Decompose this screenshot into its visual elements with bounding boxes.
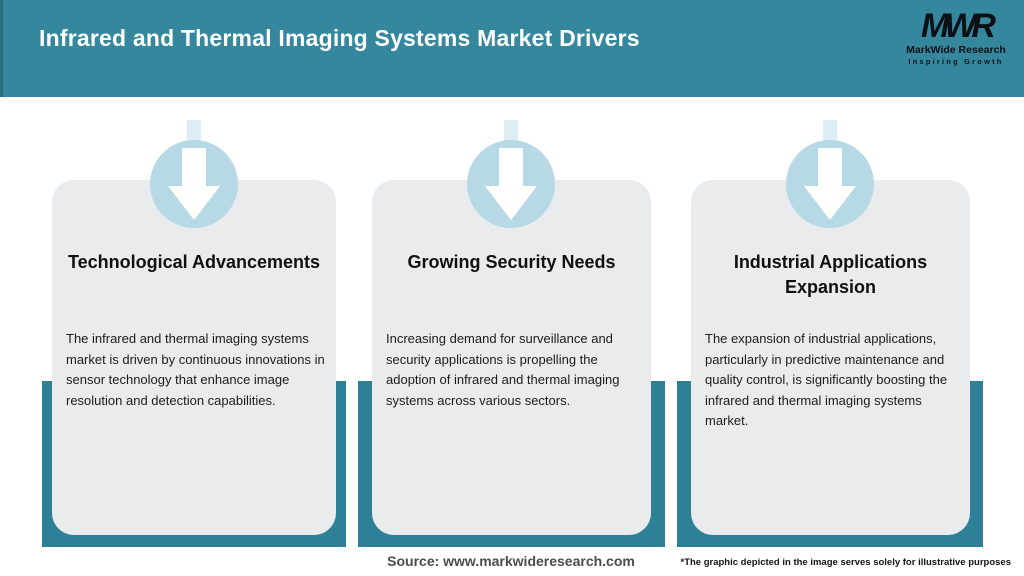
card-title: Growing Security Needs bbox=[407, 252, 616, 272]
down-arrow-icon bbox=[150, 140, 238, 228]
down-arrow-icon bbox=[467, 140, 555, 228]
card-description: The infrared and thermal imaging systems… bbox=[66, 331, 325, 408]
disclaimer-text: *The graphic depicted in the image serve… bbox=[680, 557, 1012, 568]
markwide-research-logo: MWR MarkWide Research Inspiring Growth bbox=[904, 8, 1008, 66]
header-bar: Infrared and Thermal Imaging Systems Mar… bbox=[0, 0, 1024, 97]
source-text: Source: www.markwideresearch.com bbox=[387, 553, 635, 569]
card-body-panel: Growing Security Needs Increasing demand… bbox=[372, 180, 651, 535]
logo-name: MarkWide Research bbox=[906, 44, 1006, 56]
card-title: Industrial Applications Expansion bbox=[733, 252, 928, 297]
page-title: Infrared and Thermal Imaging Systems Mar… bbox=[39, 25, 640, 51]
card-description: Increasing demand for surveillance and s… bbox=[386, 331, 620, 408]
logo-tagline: Inspiring Growth bbox=[908, 57, 1004, 66]
card-title: Technological Advancements bbox=[67, 252, 321, 272]
card-body-panel: Technological Advancements The infrared … bbox=[52, 180, 336, 535]
card-description: The expansion of industrial applications… bbox=[705, 331, 948, 428]
down-arrow-icon bbox=[786, 140, 874, 228]
logo-acronym: MWR bbox=[921, 7, 996, 45]
card-body-panel: Industrial Applications Expansion The ex… bbox=[691, 180, 970, 535]
